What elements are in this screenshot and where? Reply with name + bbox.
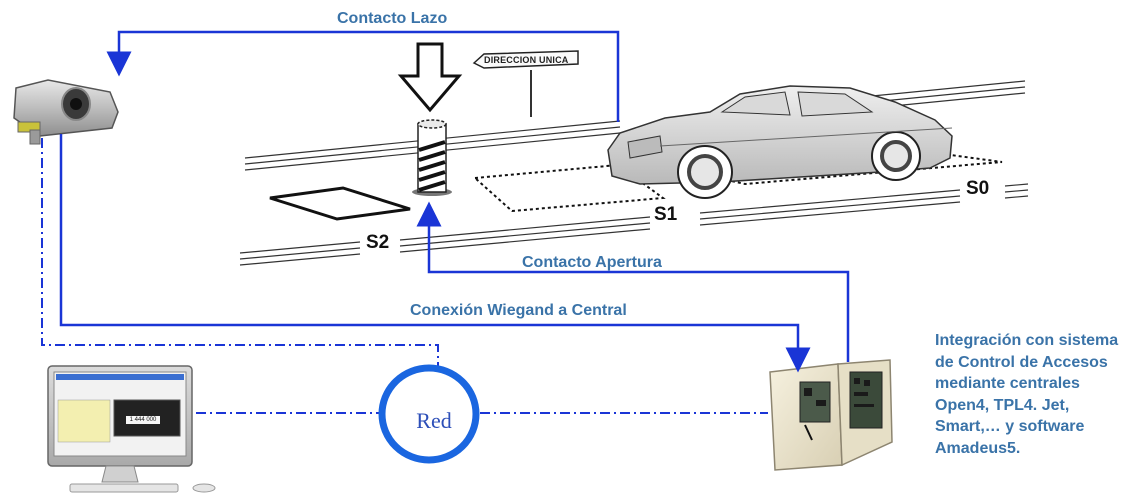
description-line: mediante centrales — [935, 375, 1080, 392]
description-line: de Control de Accesos — [935, 353, 1108, 371]
one-way-sign — [472, 50, 579, 117]
link-wiegand — [59, 134, 811, 373]
link-contacto-lazo — [106, 30, 620, 122]
bollard-icon — [412, 119, 452, 196]
connections-solid — [59, 30, 850, 373]
network-ring — [378, 364, 480, 464]
label-red: Red — [416, 408, 452, 433]
camera-icon — [13, 79, 119, 145]
label-contacto-lazo: Contacto Lazo — [337, 10, 448, 27]
screen-plate: 1 444 000 — [129, 417, 157, 423]
label-contacto-apertura: Contacto Apertura — [522, 254, 662, 271]
sign-text: DIRECCION UNICA — [484, 55, 569, 65]
link-camera-network — [41, 138, 439, 372]
description-line: Smart,… y software — [935, 418, 1085, 435]
integration-description: Integración con sistema de Control de Ac… — [935, 330, 1140, 459]
computer-icon — [47, 365, 216, 493]
label-s0: S0 — [966, 178, 990, 199]
description-line: Amadeus5. — [935, 439, 1021, 457]
controller-panel-icon — [769, 359, 893, 471]
description-line: Open4, TPL4. Jet, — [935, 396, 1070, 414]
label-s1: S1 — [654, 204, 678, 225]
label-conexion-wiegand: Conexión Wiegand a Central — [410, 302, 627, 319]
label-s2: S2 — [366, 232, 390, 253]
description-line: Integración con sistema — [935, 332, 1119, 349]
down-arrow-icon — [397, 42, 463, 113]
loop-s1 — [472, 163, 666, 213]
link-contacto-apertura — [416, 201, 850, 362]
connections-network — [41, 138, 768, 414]
car-icon — [607, 85, 953, 199]
loop-s2 — [269, 186, 411, 221]
